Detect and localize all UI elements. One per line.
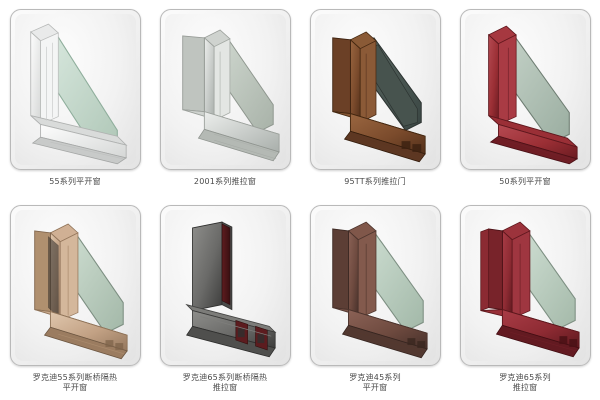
product-image-card-2[interactable] bbox=[159, 9, 291, 170]
product-row-2: 罗克迪55系列断桥隔热 平开窗 bbox=[0, 196, 600, 400]
product-caption-6: 罗克迪65系列断桥隔热 推拉窗 bbox=[151, 373, 299, 393]
window-profile-illustration-3 bbox=[331, 31, 426, 163]
product-caption-7-line2: 平开窗 bbox=[362, 383, 388, 392]
window-profile-illustration-1 bbox=[29, 23, 128, 165]
product-caption-7: 罗克迪45系列 平开窗 bbox=[301, 373, 449, 393]
product-photo-4 bbox=[464, 14, 586, 165]
product-photo-6 bbox=[164, 210, 286, 361]
product-caption-1-line1: 55系列平开窗 bbox=[49, 177, 101, 186]
product-caption-3: 95TT系列推拉门 bbox=[301, 177, 449, 187]
product-caption-4-line1: 50系列平开窗 bbox=[499, 177, 551, 186]
product-photo-1 bbox=[14, 14, 136, 165]
product-image-card-3[interactable] bbox=[309, 9, 441, 170]
product-caption-3-line1: 95TT系列推拉门 bbox=[344, 177, 406, 186]
window-profile-illustration-8 bbox=[479, 221, 580, 358]
product-caption-6-line2: 推拉窗 bbox=[212, 383, 238, 392]
window-profile-illustration-5 bbox=[33, 223, 128, 360]
window-profile-illustration-7 bbox=[331, 221, 428, 359]
product-image-card-7[interactable] bbox=[309, 205, 441, 366]
product-caption-8-line1: 罗克迪65系列 bbox=[499, 373, 551, 382]
product-image-card-6[interactable] bbox=[159, 205, 291, 366]
product-item-8[interactable]: 罗克迪65系列 推拉窗 bbox=[450, 196, 600, 400]
product-photo-5 bbox=[14, 210, 136, 361]
product-caption-5-line2: 平开窗 bbox=[62, 383, 88, 392]
window-profile-illustration-6 bbox=[184, 221, 276, 358]
product-row-1: 55系列平开窗 bbox=[0, 0, 600, 196]
product-caption-7-line1: 罗克迪45系列 bbox=[349, 373, 401, 382]
product-item-2[interactable]: 2001系列推拉窗 bbox=[150, 0, 300, 196]
product-item-3[interactable]: 95TT系列推拉门 bbox=[300, 0, 450, 196]
product-image-card-8[interactable] bbox=[459, 205, 591, 366]
product-image-card-5[interactable] bbox=[9, 205, 141, 366]
window-profile-illustration-2 bbox=[181, 29, 280, 162]
product-caption-4: 50系列平开窗 bbox=[451, 177, 599, 187]
product-caption-6-line1: 罗克迪65系列断桥隔热 bbox=[182, 373, 268, 382]
product-item-5[interactable]: 罗克迪55系列断桥隔热 平开窗 bbox=[0, 196, 150, 400]
product-photo-2 bbox=[164, 14, 286, 165]
product-item-6[interactable]: 罗克迪65系列断桥隔热 推拉窗 bbox=[150, 196, 300, 400]
product-item-4[interactable]: 50系列平开窗 bbox=[450, 0, 600, 196]
product-caption-5: 罗克迪55系列断桥隔热 平开窗 bbox=[1, 373, 149, 393]
product-item-1[interactable]: 55系列平开窗 bbox=[0, 0, 150, 196]
product-caption-2-line1: 2001系列推拉窗 bbox=[193, 177, 257, 186]
product-image-card-4[interactable] bbox=[459, 9, 591, 170]
product-caption-8: 罗克迪65系列 推拉窗 bbox=[451, 373, 599, 393]
product-caption-1: 55系列平开窗 bbox=[1, 177, 149, 187]
product-photo-7 bbox=[314, 210, 436, 361]
product-photo-8 bbox=[464, 210, 586, 361]
product-photo-3 bbox=[314, 14, 436, 165]
product-image-card-1[interactable] bbox=[9, 9, 141, 170]
window-profile-illustration-4 bbox=[487, 25, 578, 165]
product-item-7[interactable]: 罗克迪45系列 平开窗 bbox=[300, 196, 450, 400]
product-caption-8-line2: 推拉窗 bbox=[512, 383, 538, 392]
product-caption-5-line1: 罗克迪55系列断桥隔热 bbox=[32, 373, 118, 382]
product-caption-2: 2001系列推拉窗 bbox=[151, 177, 299, 187]
